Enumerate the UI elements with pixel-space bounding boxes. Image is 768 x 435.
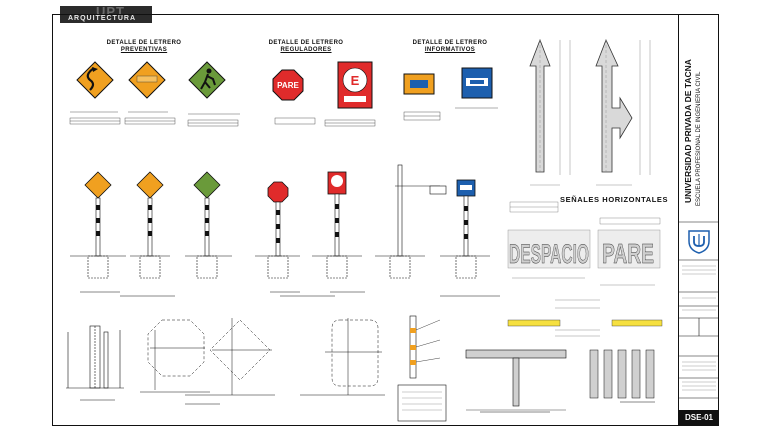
preventive-sign-curve — [76, 61, 114, 99]
post-regulatory-pare — [255, 181, 300, 279]
title-reguladores-line1: DETALLE DE LETRERO — [268, 40, 344, 46]
detail-octagon-bracket — [140, 319, 210, 393]
despacio-text: DESPACIO — [509, 239, 589, 269]
post-preventive-2 — [130, 171, 170, 279]
upt-logo: UPT — [96, 4, 125, 19]
university-crest-icon — [688, 230, 710, 254]
header-tab-label: ARQUITECTURA — [68, 15, 136, 22]
title-informativos: DETALLE DE LETRERO INFORMATIVOS — [406, 40, 494, 54]
post-preventive-1 — [70, 171, 126, 279]
drawing-frame — [52, 14, 719, 426]
detail-rect-bracket — [300, 318, 385, 396]
horizontal-notes — [509, 201, 661, 286]
regulatory-sign-no-parking: E — [337, 61, 373, 109]
detail-zebra-crossing — [589, 349, 655, 399]
pare-lettering: PARE — [597, 229, 661, 269]
title-preventivas: DETALLE DE LETRERO PREVENTIVAS — [100, 40, 188, 54]
post-regulatory-e — [312, 171, 362, 279]
title-reguladores-line2: REGULADORES — [280, 47, 332, 53]
detail-post-base — [66, 325, 124, 389]
title-horizontales: SEÑALES HORIZONTALES — [560, 195, 669, 204]
info-notes — [403, 107, 498, 121]
post-preventive-3 — [185, 171, 232, 279]
road-arrow-straight — [529, 38, 551, 173]
detail-road-lines — [507, 299, 663, 337]
title-informativos-line2: INFORMATIVOS — [424, 47, 476, 53]
detail-reflective-post — [397, 315, 447, 422]
preventive-sign-workers — [188, 61, 226, 99]
regulatory-sign-pare: PARE — [272, 69, 304, 101]
e-sign-text: E — [351, 73, 360, 88]
despacio-lettering: DESPACIO — [507, 229, 591, 269]
pare-road-text: PARE — [602, 238, 654, 269]
caption-lines — [80, 291, 655, 413]
info-sign-yellow — [403, 73, 435, 95]
post-info-blue — [440, 179, 490, 279]
title-informativos-line1: DETALLE DE LETRERO — [412, 40, 488, 46]
preventive-notes — [69, 111, 240, 127]
title-reguladores: DETALLE DE LETRERO REGULADORES — [262, 40, 350, 54]
detail-t-beam — [465, 349, 567, 411]
info-sign-blue — [461, 67, 493, 99]
title-preventivas-line1: DETALLE DE LETRERO — [106, 40, 182, 46]
preventive-sign-bump — [128, 61, 166, 99]
post-info-gantry — [375, 164, 447, 279]
road-arrow-turn — [595, 38, 633, 173]
arrow-dimensions — [530, 40, 651, 186]
pare-sign-text: PARE — [277, 81, 299, 90]
detail-diamond-bracket — [185, 318, 275, 396]
title-block — [678, 14, 719, 426]
sheet-number: DSE-01 — [679, 410, 719, 426]
regulatory-notes — [274, 117, 376, 127]
title-preventivas-line2: PREVENTIVAS — [120, 47, 168, 53]
